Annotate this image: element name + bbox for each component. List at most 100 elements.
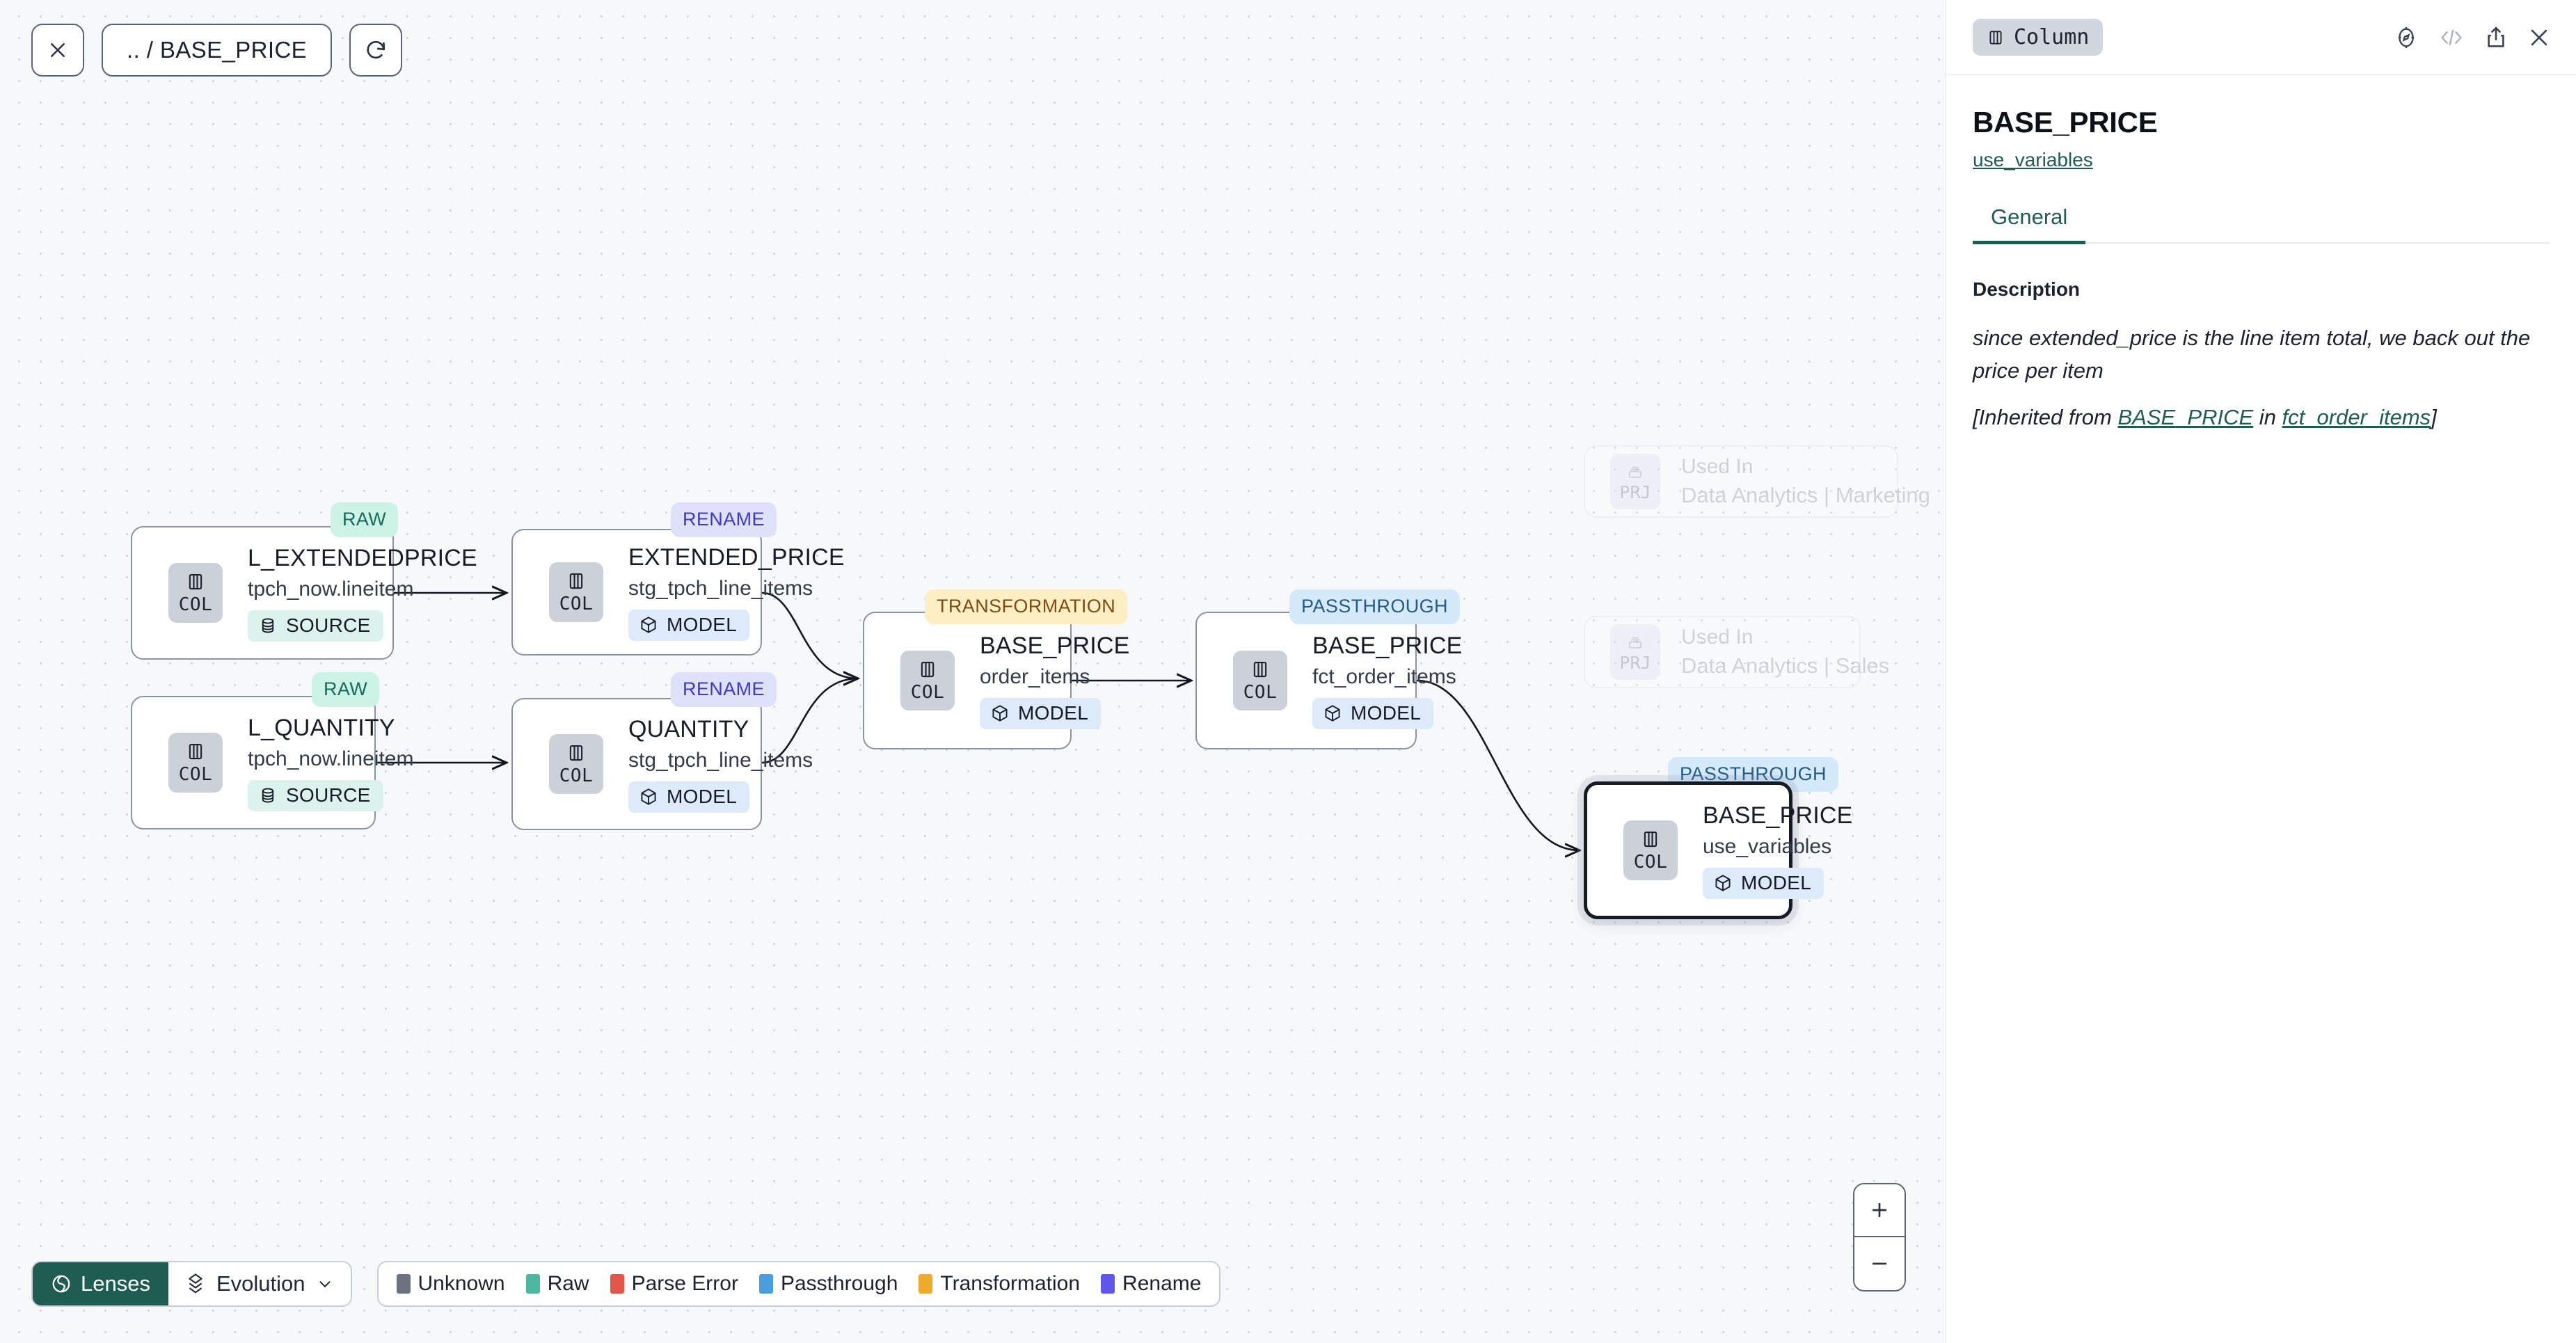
details-panel: Column [1946,0,2576,1343]
node-title: BASE_PRICE [1703,802,1853,829]
node-chip-model: MODEL [628,781,750,813]
legend-label: Raw [547,1272,589,1295]
used-in-sales[interactable]: PRJ Used In Data Analytics | Sales [1584,616,1889,688]
legend-item[interactable]: Transformation [919,1272,1080,1296]
legend-item[interactable]: Parse Error [610,1272,738,1296]
chevron-down-icon [319,1281,331,1288]
tab-general[interactable]: General [1973,205,2086,244]
parent-model-link-wrap: use_variables [1946,139,2576,171]
project-icon [1628,637,1642,649]
legend-label: Passthrough [780,1272,898,1295]
refresh-button[interactable] [349,24,403,77]
inherited-middle: in [2253,405,2282,430]
node-title: L_EXTENDEDPRICE [248,544,477,571]
share-icon[interactable] [2484,25,2508,50]
project-icon [1628,466,1642,478]
legend-item[interactable]: Unknown [396,1272,505,1296]
node-subtitle: order_items [980,665,1090,688]
lenses-button[interactable]: Lenses [33,1262,168,1305]
node-title: BASE_PRICE [1312,632,1463,659]
node-kind-label: COL [910,681,945,703]
used-in-body: Used In Data Analytics | Sales [1681,626,1889,678]
compass-icon[interactable] [2394,25,2419,50]
layers-icon [189,1273,202,1294]
breadcrumb[interactable]: .. / BASE_PRICE [102,24,333,77]
used-in-project: Data Analytics | Marketing [1681,483,1930,507]
inherited-model-link[interactable]: fct_order_items [2282,405,2431,430]
parent-model-link[interactable]: use_variables [1973,149,2093,170]
legend-item[interactable]: Raw [525,1272,589,1296]
zoom-out-button[interactable] [1854,1237,1905,1290]
cube-icon [992,704,1008,722]
node-chip-label: SOURCE [286,614,371,636]
evolution-label: Evolution [216,1271,305,1296]
code-icon[interactable] [2438,26,2465,49]
legend-swatch [525,1274,540,1294]
inherited-suffix: ] [2431,405,2437,430]
node-chip-model: MODEL [628,609,750,641]
used-in-label: Used In [1681,455,1754,478]
node-badge-rename: RENAME [671,672,777,707]
description-section: Description since extended_price is the … [1946,244,2576,430]
node-kind-label: PRJ [1619,652,1651,673]
column-icon [569,573,583,589]
node-chip-source: SOURCE [248,610,383,642]
used-in-body: Used In Data Analytics | Marketing [1681,455,1930,508]
entity-type-badge: Column [1973,19,2104,56]
lineage-legend: Unknown Raw Parse Error Passthrough Transfor… [376,1261,1221,1307]
breadcrumb-label: .. / BASE_PRICE [127,37,308,63]
legend-label: Rename [1122,1272,1202,1295]
node-kind-badge: COL [1623,820,1678,880]
node-kind-badge: COL [1233,651,1287,710]
node-badge-passthrough: PASSTHROUGH [1668,757,1838,792]
node-kind-badge: COL [549,734,603,794]
node-badge-transformation: TRANSFORMATION [925,589,1128,624]
legend-item[interactable]: Rename [1101,1272,1201,1296]
used-in-marketing[interactable]: PRJ Used In Data Analytics | Marketing [1584,445,1930,518]
node-chip-model: MODEL [1312,697,1434,729]
node-subtitle: stg_tpch_line_items [628,576,813,600]
legend-swatch [396,1274,411,1294]
evolution-dropdown[interactable]: Evolution [168,1262,351,1305]
refresh-icon [367,40,385,59]
column-icon [1644,831,1657,847]
database-icon [262,618,274,633]
panel-tabs: General [1973,205,2550,244]
inherited-prefix: [Inherited from [1973,405,2118,430]
plus-icon [1872,1202,1887,1218]
close-panel-icon[interactable] [2527,26,2551,49]
lenses-group: Lenses Evolution [31,1261,352,1307]
node-badge-raw: RAW [331,502,399,537]
node-title: BASE_PRICE [980,632,1130,659]
node-chip-label: SOURCE [286,784,371,806]
column-icon [569,745,583,761]
column-icon [189,743,202,759]
zoom-in-button[interactable] [1854,1184,1905,1237]
used-in-project: Data Analytics | Sales [1681,653,1890,678]
node-chip-label: MODEL [667,613,738,635]
column-icon [1253,661,1267,677]
close-lineage-button[interactable] [31,24,84,77]
node-chip-model: MODEL [980,697,1102,729]
inherited-column-link[interactable]: BASE_PRICE [2117,405,2254,430]
legend-swatch [1101,1274,1115,1294]
used-in-label: Used In [1681,626,1754,649]
legend-label: Unknown [418,1272,505,1295]
lens-icon [52,1275,70,1293]
legend-item[interactable]: Passthrough [758,1272,898,1296]
close-icon [51,43,65,57]
node-kind-badge: PRJ [1610,454,1660,509]
node-badge-passthrough: PASSTHROUGH [1289,589,1460,624]
